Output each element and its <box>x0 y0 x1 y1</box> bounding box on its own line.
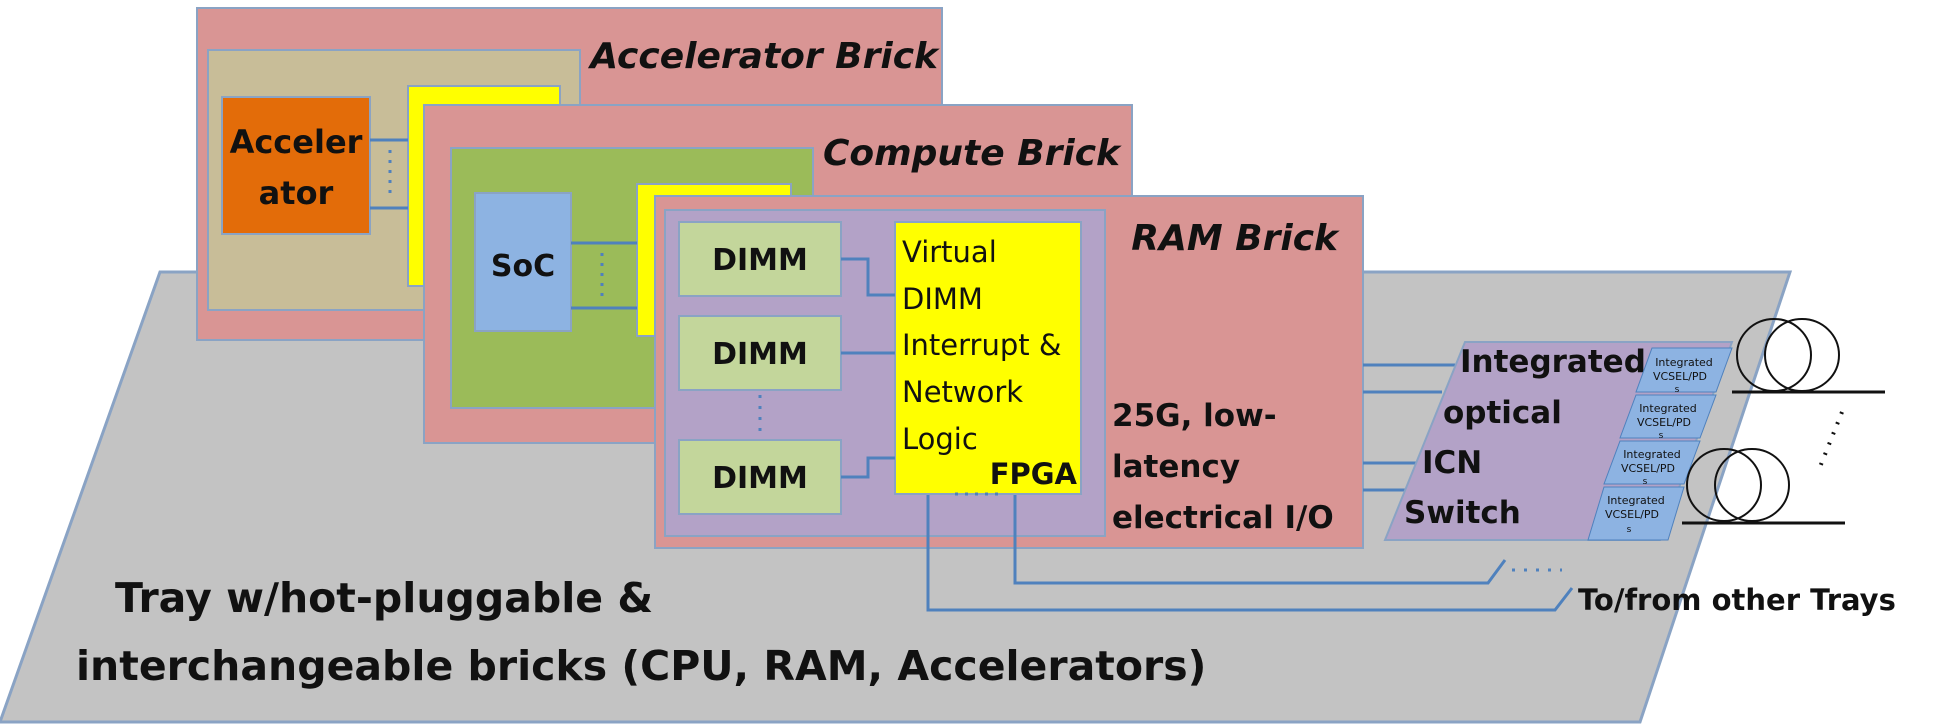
fiber-coil-top <box>1732 318 1885 394</box>
vcsel-module-1: Integrated VCSEL/PD s <box>1635 347 1733 395</box>
tray-label-line-1: Tray w/hot-pluggable & <box>115 574 653 622</box>
switch-line-2: optical <box>1443 395 1562 431</box>
ram-fpga <box>894 221 1082 495</box>
fpga-line-1: Virtual <box>902 235 997 269</box>
fpga-line-4: Network <box>902 375 1023 409</box>
fpga-line-2: DIMM <box>902 282 983 316</box>
fpga-line-3: Interrupt & <box>902 328 1061 362</box>
dimm-2 <box>678 315 842 391</box>
fiber-ellipsis <box>1816 411 1844 473</box>
fpga-label: FPGA <box>990 457 1078 491</box>
dimm-2-label: DIMM <box>712 337 808 372</box>
vcsel-4-line-3: s <box>1627 525 1632 535</box>
dimm-1-label: DIMM <box>712 243 808 278</box>
vcsel-1-line-2: VCSEL/PD <box>1653 370 1707 383</box>
soc-label: SoC <box>491 249 555 284</box>
switch-line-1: Integrated <box>1460 344 1646 380</box>
fiber-coil-bottom <box>1682 448 1845 525</box>
vcsel-3-line-1: Integrated <box>1623 448 1681 461</box>
ram-brick: RAM Brick DIMM DIMM DIMM Virtual DIMM In… <box>654 195 1364 549</box>
fpga-line-5: Logic <box>902 422 978 456</box>
ram-brick-title: RAM Brick <box>1131 218 1340 259</box>
io-line-2: latency <box>1112 449 1240 485</box>
vcsel-2-line-1: Integrated <box>1639 402 1697 415</box>
accelerator-chip <box>221 96 371 235</box>
vcsel-module-4: Integrated VCSEL/PD s <box>1587 486 1685 541</box>
accelerator-brick-title: Accelerator Brick <box>587 36 940 77</box>
accelerator-chip-label-2: ator <box>259 174 334 212</box>
vcsel-3-line-3: s <box>1643 477 1648 487</box>
soc-chip <box>474 192 572 332</box>
vcsel-1-line-3: s <box>1675 385 1680 395</box>
vcsel-4-line-1: Integrated <box>1607 494 1665 507</box>
vcsel-2-line-3: s <box>1659 431 1664 441</box>
vcsel-4-line-2: VCSEL/PD <box>1605 508 1659 521</box>
dimm-3 <box>678 439 842 515</box>
brick-to-switch-wires <box>926 363 1574 612</box>
accelerator-chip-label-1: Acceler <box>230 123 363 161</box>
compute-brick-title: Compute Brick <box>823 133 1122 174</box>
switch-line-3: ICN <box>1422 445 1482 481</box>
tray-label-line-2: interchangeable bricks (CPU, RAM, Accele… <box>76 642 1206 690</box>
io-line-3: electrical I/O <box>1112 500 1334 536</box>
vcsel-2-line-2: VCSEL/PD <box>1637 416 1691 429</box>
switch-line-4: Switch <box>1404 495 1521 531</box>
vcsel-3-line-2: VCSEL/PD <box>1621 462 1675 475</box>
vcsel-1-line-1: Integrated <box>1655 356 1713 369</box>
io-line-1: 25G, low- <box>1112 398 1277 434</box>
dimm-3-label: DIMM <box>712 461 808 496</box>
dimm-1 <box>678 221 842 297</box>
vcsel-module-2: Integrated VCSEL/PD s <box>1619 394 1717 441</box>
trays-label: To/from other Trays <box>1578 583 1896 617</box>
vcsel-module-3: Integrated VCSEL/PD s <box>1603 440 1701 487</box>
